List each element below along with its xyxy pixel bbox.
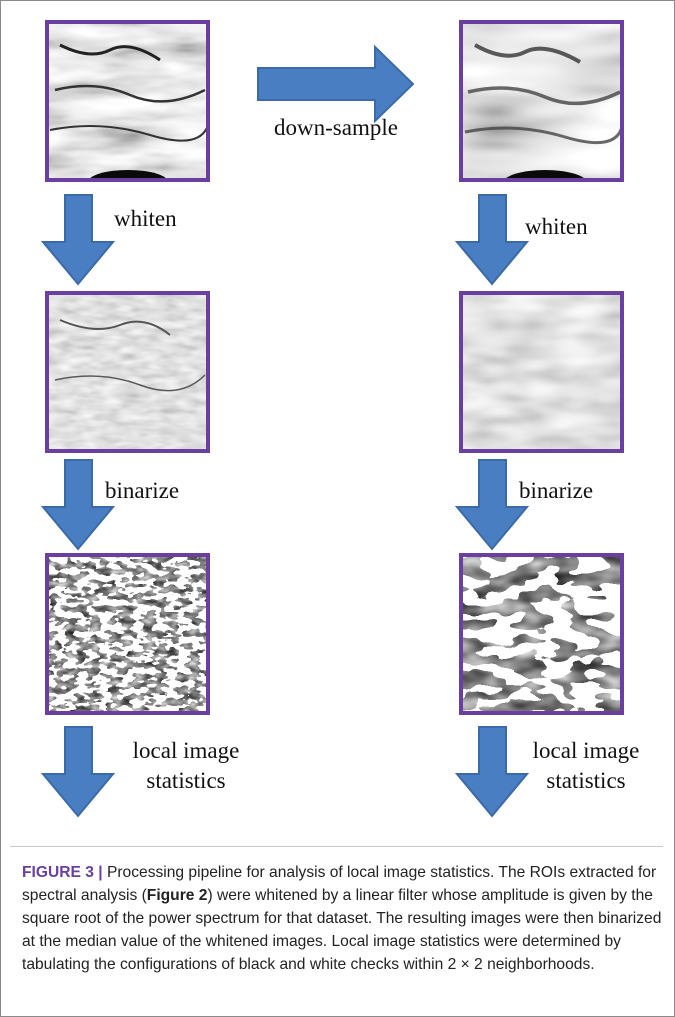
stats-arrow-left-icon (40, 726, 116, 818)
stats-arrow-right-icon (454, 726, 530, 818)
local-stats-label-right-line2: statistics (546, 768, 626, 793)
roi-binarized-right-panel (459, 553, 624, 715)
binarize-arrow-right-icon (454, 459, 530, 551)
figure-reference-link[interactable]: Figure 2 (146, 887, 208, 904)
whiten-arrow-left-icon (40, 194, 116, 286)
caption-divider (10, 846, 663, 847)
binarize-arrow-left-icon (40, 459, 116, 551)
roi-whitened-right-panel (459, 291, 624, 453)
figure-label: FIGURE 3 | (22, 864, 103, 881)
figure-caption: FIGURE 3 | Processing pipeline for analy… (22, 861, 662, 976)
caption-text-1: Processing pipeline for analysis of loca… (22, 864, 657, 904)
whiten-label-left: whiten (114, 206, 177, 231)
roi-original-panel (45, 20, 210, 182)
roi-downsampled-panel (459, 20, 624, 182)
whiten-arrow-right-icon (454, 194, 530, 286)
downsample-label: down-sample (274, 115, 398, 140)
whiten-label-right: whiten (525, 214, 588, 239)
binarize-label-left: binarize (105, 478, 180, 503)
local-stats-label-left-line1: local image (132, 738, 240, 763)
local-stats-label-left-line2: statistics (146, 768, 226, 793)
roi-binarized-left-panel (45, 553, 210, 715)
binarize-label-right: binarize (519, 478, 594, 503)
caption-text-2: ) were whitened by a linear filter whose… (22, 887, 662, 973)
roi-whitened-left-panel (45, 291, 210, 453)
local-stats-label-right-line1: local image (532, 738, 640, 763)
downsample-arrow-icon (257, 44, 415, 124)
